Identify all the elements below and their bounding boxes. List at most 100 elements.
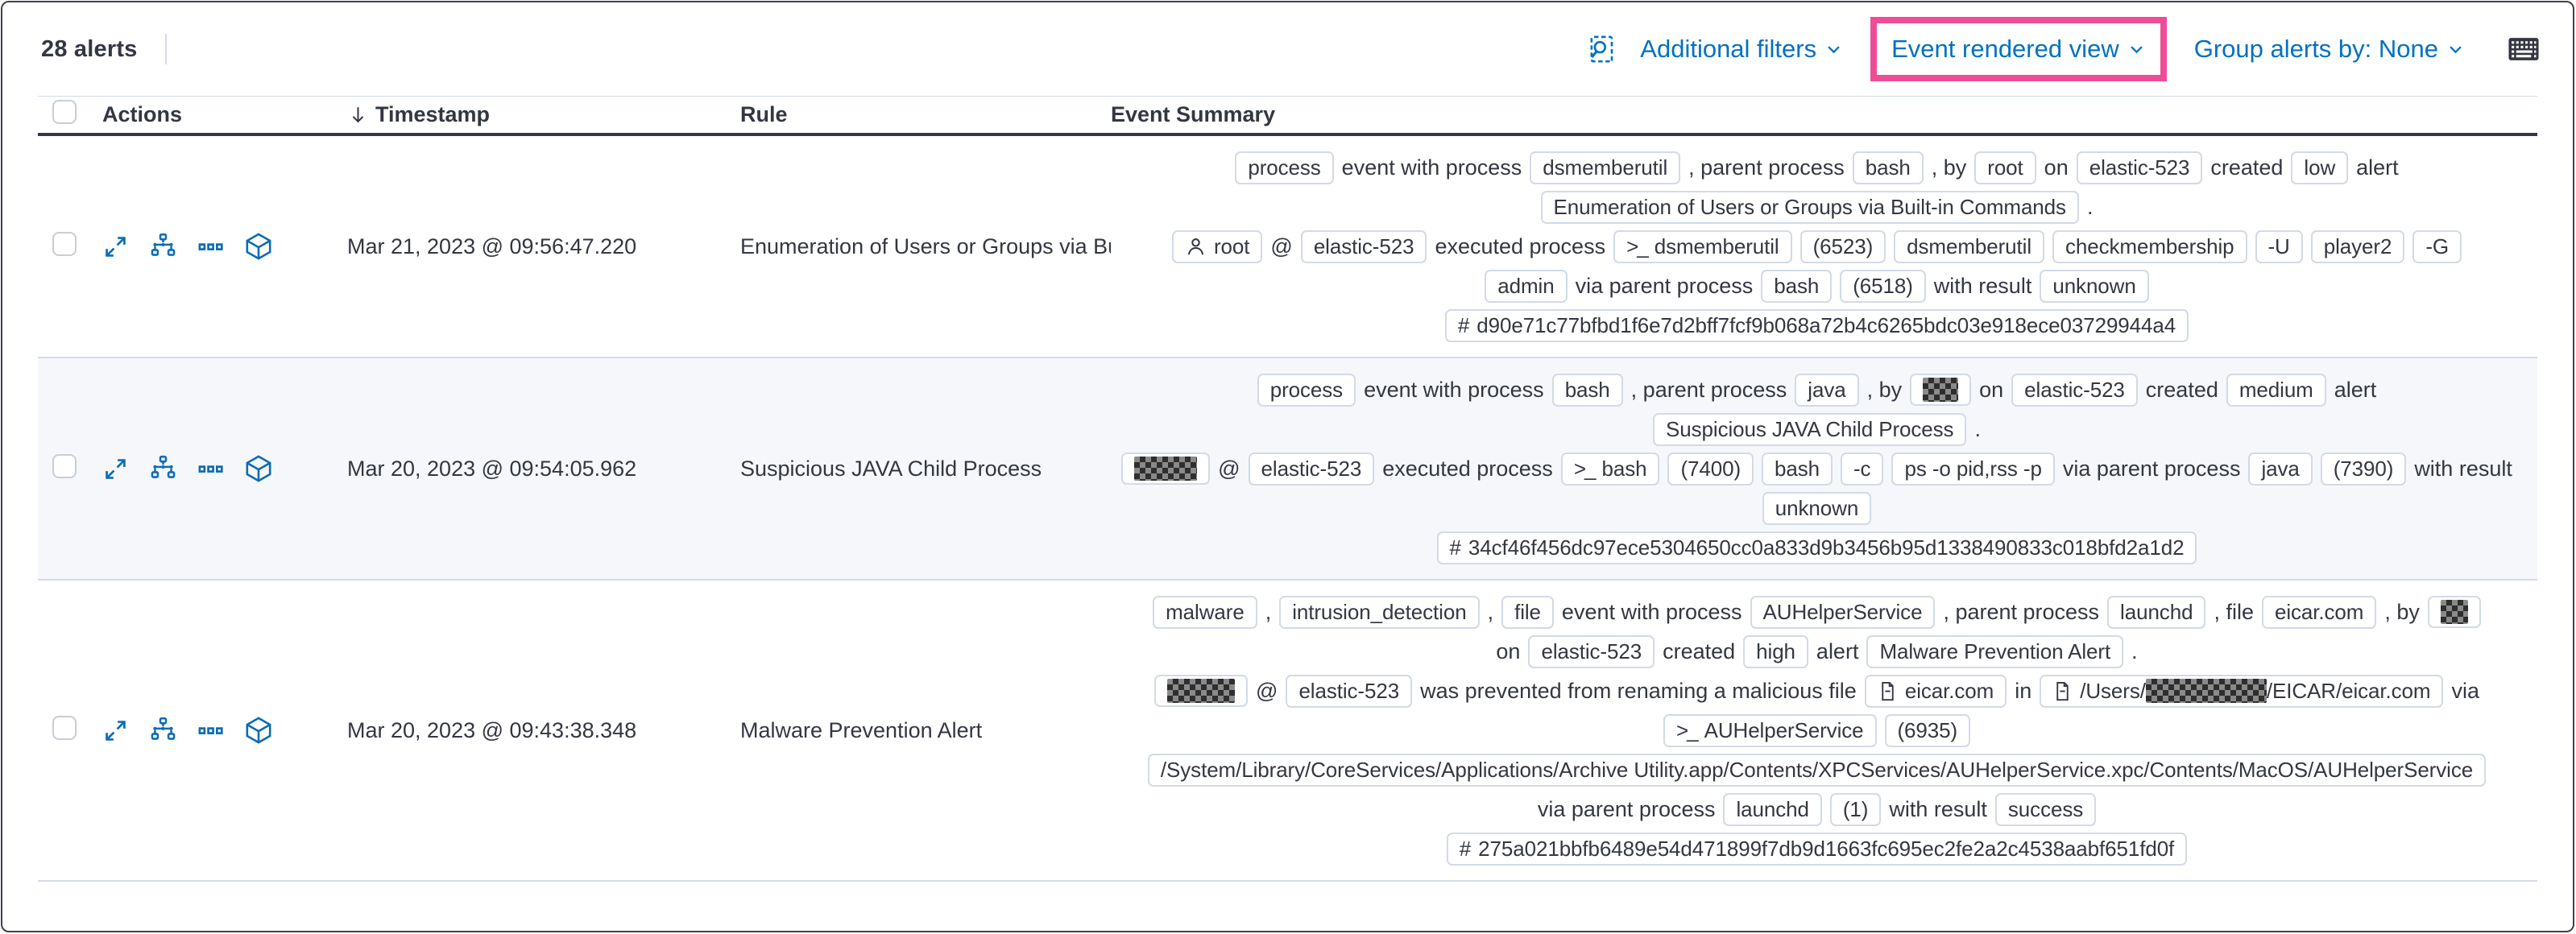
summary-text: created [1663, 639, 1736, 663]
field-badge[interactable]: bash [1852, 151, 1924, 184]
field-badge[interactable]: #34cf46f456dc97ece5304650cc0a833d9b3456b… [1436, 531, 2197, 564]
field-badge[interactable]: intrusion_detection [1279, 595, 1480, 629]
field-badge[interactable]: (7400) [1667, 452, 1754, 486]
expand-alert-button[interactable] [102, 717, 129, 744]
field-badge[interactable]: java [2248, 452, 2313, 486]
field-badge[interactable]: medium [2226, 373, 2326, 407]
field-badge[interactable]: high [1743, 634, 1808, 668]
field-badge[interactable] [1154, 675, 1249, 707]
summary-line: #d90e71c77bfbd1f6e7d2bff7fcf9b068a72b4c6… [1111, 307, 2523, 344]
field-badge[interactable]: dsmemberutil [1530, 151, 1681, 184]
hash-icon: # [1459, 836, 1472, 861]
field-badge[interactable]: eicar.com [1864, 674, 2007, 708]
session-view-button[interactable] [244, 232, 273, 261]
field-badge[interactable]: launchd [1723, 792, 1822, 826]
field-badge[interactable]: java [1795, 373, 1859, 407]
field-badge[interactable]: elastic-523 [1248, 452, 1375, 486]
analyze-event-button[interactable] [149, 233, 177, 261]
field-badge[interactable]: >_dsmemberutil [1613, 229, 1792, 263]
summary-text: event with process [1364, 377, 1544, 402]
field-badge[interactable]: elastic-523 [2011, 373, 2138, 407]
field-badge[interactable]: #d90e71c77bfbd1f6e7d2bff7fcf9b068a72b4c6… [1444, 308, 2189, 342]
field-badge[interactable]: AUHelperService [1750, 595, 1936, 629]
field-badge[interactable]: ps -o pid,rss -p [1891, 452, 2055, 486]
summary-text: . [2131, 639, 2138, 663]
field-badge[interactable]: bash [1761, 269, 1833, 303]
expand-alert-button[interactable] [102, 234, 129, 260]
field-badge[interactable]: elastic-523 [1300, 229, 1427, 263]
field-badge[interactable]: checkmembership [2052, 229, 2247, 263]
field-badge[interactable]: root [1974, 151, 2036, 184]
field-badge[interactable]: unknown [2040, 269, 2149, 303]
field-badge[interactable]: >_AUHelperService [1663, 713, 1877, 747]
field-badge[interactable]: player2 [2310, 229, 2405, 263]
session-view-button[interactable] [244, 716, 273, 745]
field-badge[interactable]: eicar.com [2261, 595, 2377, 629]
summary-text: , parent process [1630, 377, 1787, 402]
field-badge[interactable]: (6523) [1799, 229, 1886, 263]
summary-text: via parent process [1537, 796, 1716, 821]
field-badge[interactable]: -G [2412, 229, 2462, 263]
field-badge[interactable]: #275a021bbfb6489e54d471899f7db9d1663fc69… [1446, 832, 2188, 866]
additional-filters-button[interactable]: Additional filters [1637, 30, 1846, 68]
more-actions-button[interactable] [197, 717, 224, 744]
field-badge[interactable] [1910, 374, 1972, 406]
field-badge[interactable]: process [1235, 151, 1334, 184]
field-badge[interactable]: process [1257, 373, 1356, 407]
field-badge[interactable]: Suspicious JAVA Child Process [1653, 412, 1967, 446]
keyboard-shortcuts-button[interactable] [2507, 35, 2541, 64]
field-badge[interactable]: elastic-523 [1528, 634, 1655, 668]
field-badge[interactable]: /Users//EICAR/eicar.com [2040, 674, 2444, 708]
expand-alert-button[interactable] [102, 456, 129, 482]
analyze-event-button[interactable] [149, 717, 177, 745]
view-selector-button[interactable]: Event rendered view [1888, 30, 2149, 68]
field-badge[interactable]: >_bash [1560, 452, 1660, 486]
field-badge[interactable]: (7390) [2320, 452, 2407, 486]
session-view-icon [244, 232, 273, 261]
inspect-button[interactable] [1585, 34, 1616, 64]
field-badge[interactable]: malware [1153, 595, 1257, 629]
summary-text: @ [1270, 234, 1293, 258]
row-checkbox[interactable] [52, 715, 77, 740]
summary-text: @ [1256, 678, 1278, 703]
field-badge[interactable]: launchd [2107, 595, 2206, 629]
more-actions-button[interactable] [197, 234, 224, 260]
summary-text: . [1974, 416, 1981, 441]
header-timestamp[interactable]: Timestamp [347, 102, 740, 127]
field-badge[interactable]: dsmemberutil [1894, 229, 2045, 263]
field-badge[interactable]: low [2291, 151, 2349, 184]
session-view-button[interactable] [244, 454, 273, 483]
row-checkbox[interactable] [52, 231, 77, 256]
field-badge[interactable]: bash [1762, 452, 1833, 486]
field-badge[interactable] [2427, 596, 2481, 628]
redacted-text [1134, 457, 1198, 481]
row-checkbox[interactable] [52, 453, 77, 478]
field-badge[interactable]: (6518) [1840, 269, 1926, 303]
field-badge[interactable]: Enumeration of Users or Groups via Built… [1540, 190, 2079, 224]
field-badge[interactable]: (1) [1829, 792, 1882, 826]
field-badge[interactable] [1121, 453, 1211, 485]
field-badge[interactable]: Malware Prevention Alert [1866, 634, 2124, 668]
field-badge[interactable]: file [1501, 595, 1554, 629]
field-badge[interactable]: bash [1551, 373, 1623, 407]
field-badge[interactable]: root [1171, 229, 1263, 263]
field-badge[interactable]: -U [2255, 229, 2303, 263]
select-all-checkbox[interactable] [52, 100, 77, 124]
field-badge[interactable]: unknown [1762, 491, 1872, 525]
field-badge[interactable]: /System/Library/CoreServices/Application… [1147, 753, 2487, 787]
actions-cell [102, 716, 347, 745]
field-badge[interactable]: success [1994, 792, 2097, 826]
field-badge[interactable]: elastic-523 [2076, 151, 2203, 184]
field-badge[interactable]: -c [1841, 452, 1884, 486]
field-badge[interactable]: (6935) [1884, 713, 1971, 747]
group-alerts-by-button[interactable]: Group alerts by: None [2191, 30, 2468, 68]
field-badge[interactable]: elastic-523 [1286, 674, 1413, 708]
more-actions-button[interactable] [197, 456, 224, 482]
field-badge[interactable]: admin [1485, 269, 1568, 303]
analyze-event-button[interactable] [149, 455, 177, 483]
summary-text: , by [1931, 155, 1967, 180]
summary-text: . [2086, 194, 2094, 219]
summary-text: via parent process [2062, 456, 2241, 481]
